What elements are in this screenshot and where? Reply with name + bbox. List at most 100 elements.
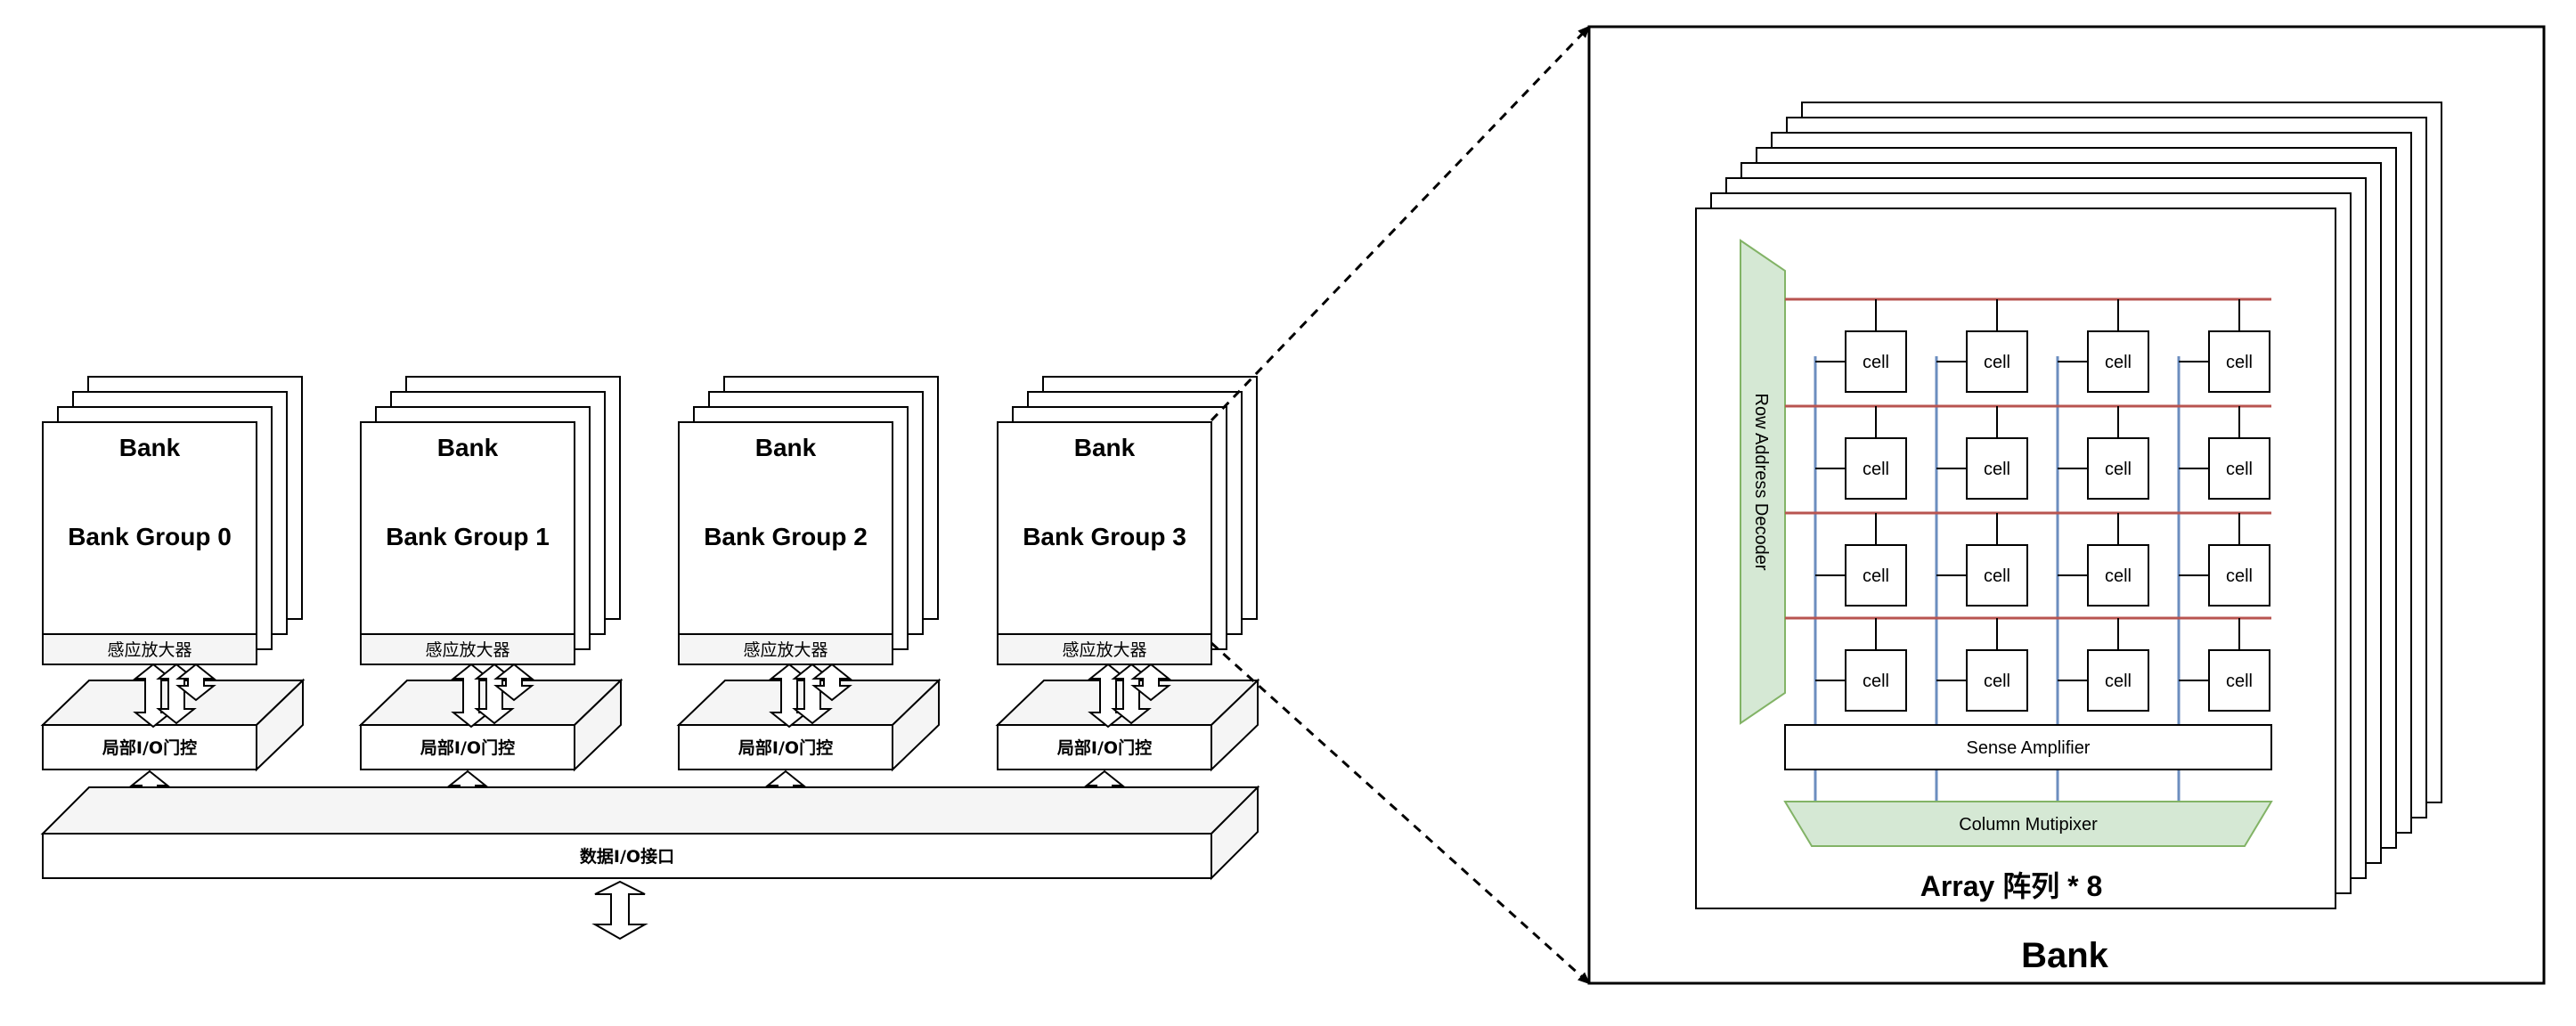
- bank-group-label: Bank Group 0: [68, 523, 232, 550]
- cell-box: [1845, 649, 1907, 712]
- cell-grid: cell cell cell cell cell cell cell cell cell cell…: [1815, 299, 2270, 712]
- cell-box: [1966, 437, 2028, 500]
- cell-box: [2087, 544, 2149, 607]
- memory-cell: cell: [1815, 299, 1907, 393]
- bank-group-label: Bank Group 2: [704, 523, 868, 550]
- sense-amp-strip: [42, 633, 257, 665]
- bank-front: [678, 421, 893, 665]
- cell-label: cell: [1984, 566, 2010, 586]
- cell-box: [2087, 649, 2149, 712]
- cell-label: cell: [1984, 353, 2010, 372]
- cell-box: [1966, 544, 2028, 607]
- sense-amp-label: 感应放大器: [743, 640, 827, 660]
- memory-cell: cell: [2058, 406, 2149, 500]
- memory-cell: cell: [2058, 513, 2149, 607]
- array-stack: [1695, 102, 2442, 909]
- bank-to-local-io-arrow: [493, 663, 534, 702]
- cell-box: [1966, 330, 2028, 393]
- cell-label: cell: [2226, 353, 2253, 372]
- row-decoder-label: Row Address Decoder: [1751, 394, 1771, 571]
- cell-label: cell: [2105, 672, 2132, 691]
- cell-label: cell: [1984, 672, 2010, 691]
- column-multiplexer: [1783, 801, 2273, 847]
- array-label: Array 阵列 * 8: [1920, 870, 2103, 902]
- bank-label: Bank: [755, 434, 817, 461]
- cell-box: [2208, 437, 2270, 500]
- memory-cell: cell: [2179, 406, 2270, 500]
- sense-amp-strip: [360, 633, 575, 665]
- cell-box: [1845, 330, 1907, 393]
- memory-cell: cell: [1936, 299, 2028, 393]
- memory-cell: cell: [1936, 513, 2028, 607]
- external-io-arrow: [591, 880, 648, 940]
- local-io-gate: [360, 724, 575, 770]
- data-io-interface: 数据I/O接口: [40, 785, 1260, 940]
- memory-cell: cell: [1815, 618, 1907, 712]
- bank-to-local-io-arrow: [1130, 663, 1171, 702]
- memory-cell: cell: [2179, 618, 2270, 712]
- cell-label: cell: [1863, 353, 1889, 372]
- cell-box: [2208, 330, 2270, 393]
- bank-label: Bank: [1074, 434, 1136, 461]
- cell-label: cell: [2105, 566, 2132, 586]
- column-mux-label: Column Mutipixer: [1959, 815, 2098, 835]
- memory-cell: cell: [1936, 618, 2028, 712]
- cell-box: [2208, 544, 2270, 607]
- bank-label: Bank: [119, 434, 181, 461]
- zoom-line-top: [1210, 25, 1591, 422]
- word-lines: [1785, 297, 2271, 620]
- bank-to-local-io-arrow: [175, 663, 216, 702]
- cell-label: cell: [2226, 460, 2253, 479]
- memory-cell: cell: [1815, 406, 1907, 500]
- bank-label: Bank: [437, 434, 499, 461]
- memory-cell: cell: [1815, 513, 1907, 607]
- sense-amp-strip: [997, 633, 1212, 665]
- sense-amp-label: 感应放大器: [425, 640, 509, 660]
- memory-cell: cell: [2179, 299, 2270, 393]
- cell-label: cell: [1984, 460, 2010, 479]
- cell-label: cell: [2105, 353, 2132, 372]
- memory-cell: cell: [1936, 406, 2028, 500]
- sense-amp-strip: [678, 633, 893, 665]
- bank-to-local-io-arrow: [811, 663, 852, 702]
- local-io-label: 局部I/O门控: [420, 737, 515, 758]
- cell-label: cell: [1863, 566, 1889, 586]
- bank-group-label: Bank Group 3: [1023, 523, 1186, 550]
- memory-cell: cell: [2058, 618, 2149, 712]
- cell-label: cell: [2105, 460, 2132, 479]
- cell-label: cell: [2226, 672, 2253, 691]
- cell-label: cell: [1863, 672, 1889, 691]
- zoom-line-bottom: [1210, 641, 1591, 985]
- row-address-decoder: [1740, 239, 1786, 725]
- memory-cell: cell: [2179, 513, 2270, 607]
- local-io-label: 局部I/O门控: [102, 737, 197, 758]
- memory-cell: cell: [2058, 299, 2149, 393]
- sense-amp-label: 感应放大器: [1062, 640, 1146, 660]
- sense-amplifier: [1784, 724, 2272, 770]
- cell-box: [2208, 649, 2270, 712]
- sense-amp-label: 感应放大器: [107, 640, 192, 660]
- cell-box: [2087, 330, 2149, 393]
- data-io-label: 数据I/O接口: [580, 846, 674, 867]
- bank-front: [42, 421, 257, 665]
- cell-label: cell: [1863, 460, 1889, 479]
- cell-box: [1966, 649, 2028, 712]
- local-io-label: 局部I/O门控: [738, 737, 833, 758]
- cell-box: [1845, 437, 1907, 500]
- bank-front: [360, 421, 575, 665]
- bank-group-label: Bank Group 1: [386, 523, 550, 550]
- cell-box: [1845, 544, 1907, 607]
- sense-amplifier-label: Sense Amplifier: [1967, 738, 2091, 758]
- cell-box: [2087, 437, 2149, 500]
- local-io-gate: [678, 724, 893, 770]
- local-io-label: 局部I/O门控: [1057, 737, 1152, 758]
- cell-label: cell: [2226, 566, 2253, 586]
